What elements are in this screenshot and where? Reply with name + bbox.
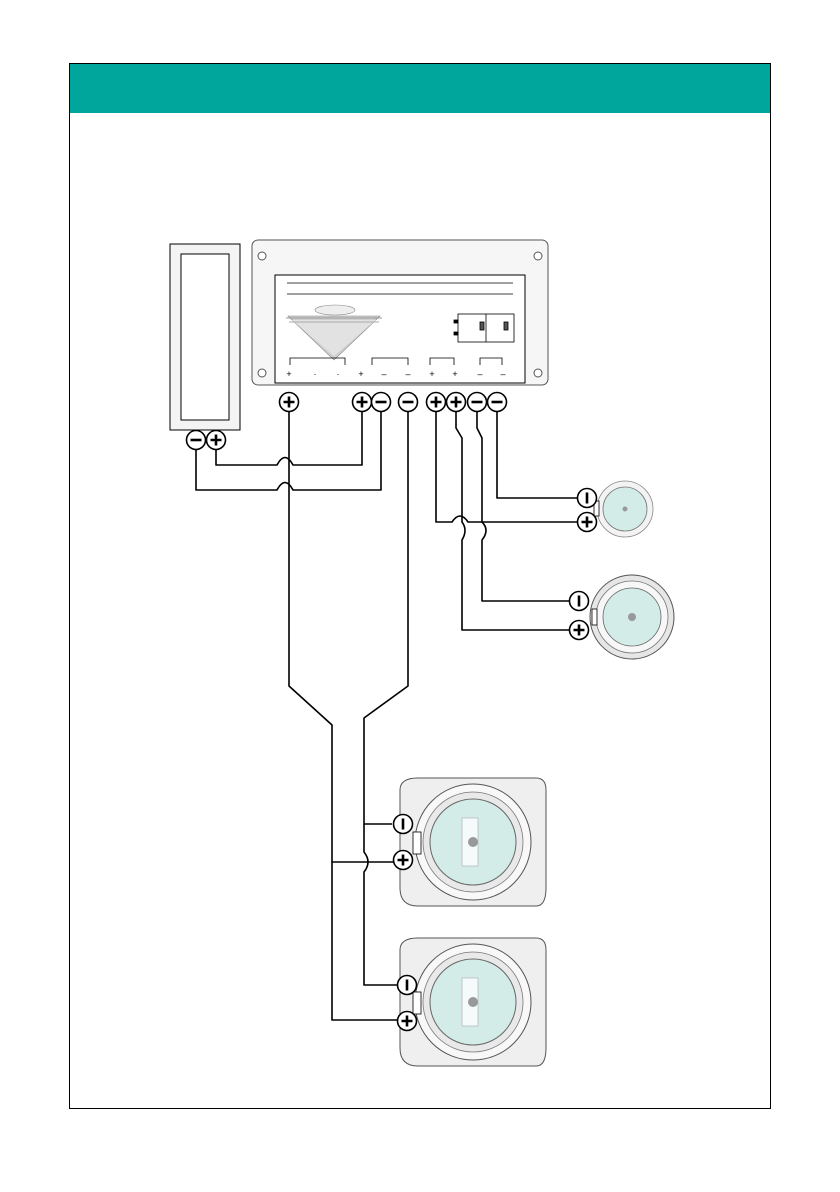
- head-unit: [170, 244, 240, 430]
- terminal-mark: –: [477, 369, 482, 379]
- connector-symbols: [187, 393, 597, 1031]
- minus-symbol-icon: [187, 431, 206, 450]
- mount-hole: [534, 252, 542, 260]
- terminal-mark: ·: [337, 369, 340, 379]
- speaker-woofer-1: [400, 778, 546, 906]
- plus-symbol-icon: [280, 393, 299, 412]
- mount-hole: [534, 369, 542, 377]
- plus-symbol-icon: [207, 431, 226, 450]
- wire-mid-plus: [456, 412, 570, 630]
- mount-hole: [258, 252, 266, 260]
- plus-symbol-icon: [398, 1012, 417, 1031]
- crossover-unit: + · · + – – + + – –: [252, 240, 548, 385]
- minus-symbol-icon: [399, 393, 418, 412]
- plus-symbol-icon: [578, 513, 597, 532]
- wire-tweeter-plus: [436, 412, 578, 522]
- wire-woofer-minus: [364, 412, 408, 824]
- wire-woofer-plus: [289, 412, 403, 862]
- terminal-symbol-icon: [570, 592, 589, 611]
- minus-symbol-icon: [468, 393, 487, 412]
- terminal-mark: –: [381, 369, 386, 379]
- terminal-mark: +: [452, 369, 457, 379]
- terminal-mark: ·: [314, 369, 317, 379]
- terminal-mark: +: [429, 369, 434, 379]
- wire-mid-minus: [477, 412, 570, 601]
- speaker-woofer-2: [400, 938, 546, 1066]
- terminal-symbol-icon: [578, 489, 597, 508]
- wire-woofer2-plus: [332, 862, 398, 1020]
- minus-symbol-icon: [488, 393, 507, 412]
- plus-symbol-icon: [427, 393, 446, 412]
- mount-hole: [258, 369, 266, 377]
- plus-symbol-icon: [353, 393, 372, 412]
- terminal-mark: +: [286, 369, 291, 379]
- wire-woofer2-minus: [364, 824, 398, 985]
- minus-symbol-icon: [372, 393, 391, 412]
- terminal-symbol-icon: [394, 815, 413, 834]
- terminal-mark: –: [500, 369, 505, 379]
- speaker-tweeter: [594, 481, 653, 537]
- plus-symbol-icon: [570, 621, 589, 640]
- plus-symbol-icon: [447, 393, 466, 412]
- wiring: [196, 412, 578, 1020]
- wire-tweeter-minus: [497, 412, 578, 498]
- plus-symbol-icon: [394, 851, 413, 870]
- terminal-mark: –: [405, 369, 410, 379]
- terminal-symbol-icon: [398, 976, 417, 995]
- terminal-mark: +: [358, 369, 363, 379]
- speaker-midrange: [590, 575, 674, 659]
